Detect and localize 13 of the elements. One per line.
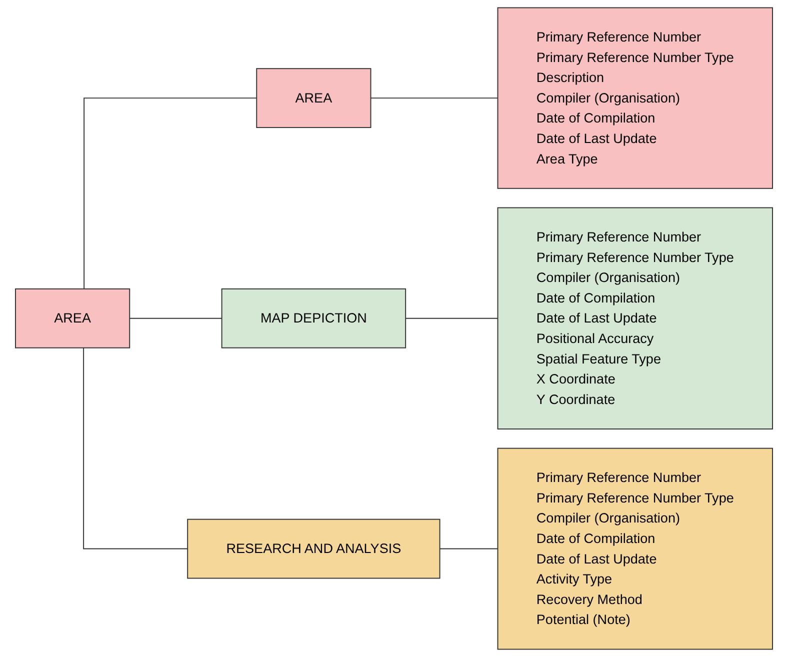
node-box: Primary Reference Number Primary Reference Number Type Compiler (Organisation) Date of Compilation Date of Last Update Positional Accuracy Spatial Feature Type X Coordinate Y Coordinate: [497, 207, 773, 430]
connector: [439, 548, 498, 550]
connector: [83, 347, 188, 550]
connector: [370, 98, 498, 99]
node-box: AREA: [256, 68, 372, 128]
node-box: Primary Reference Number Primary Reference Number Type Compiler (Organisation) Date of Compilation Date of Last Update Activity Type Recovery Method Potential (Note): [497, 448, 773, 650]
connector: [129, 318, 222, 319]
node-box: Primary Reference Number Primary Reference Number Type Description Compiler (Organisation) Date of Compilation Date of Last Update Area Type: [497, 7, 773, 189]
node-box: MAP DEPICTION: [221, 288, 406, 348]
connector: [405, 318, 498, 319]
node-box: AREA: [15, 288, 130, 348]
connector: [84, 98, 258, 290]
node-box: RESEARCH AND ANALYSIS: [187, 518, 440, 579]
